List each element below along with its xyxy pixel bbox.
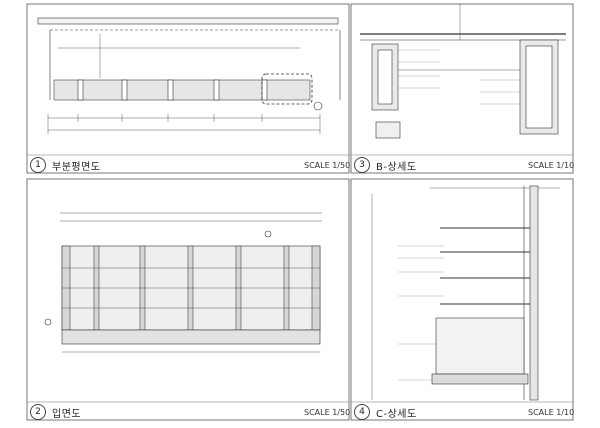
panel-2-number: 2 — [30, 404, 46, 420]
frame-plan — [26, 3, 350, 174]
panel-4-title-text: C-상세도 — [376, 408, 417, 420]
panel-4-scale: SCALE 1/10 — [528, 408, 575, 417]
panel-2-scale: SCALE 1/50 — [304, 408, 351, 417]
frame-elevation — [26, 178, 350, 421]
panel-3-title-text: B-상세도 — [376, 161, 417, 173]
plan-drawing — [37, 17, 341, 134]
panel-4-title: 4 C-상세도 — [354, 403, 417, 421]
panel-1-title-text: 부분평면도 — [52, 161, 101, 173]
frame-section-c — [350, 178, 574, 421]
panel-1-title: 1 부분평면도 — [30, 156, 101, 174]
panel-3-number: 3 — [354, 157, 370, 173]
panel-1-scale: SCALE 1/50 — [304, 161, 351, 170]
elevation-drawing — [44, 212, 322, 353]
frame-section-b — [350, 3, 574, 174]
section-c-drawing — [371, 185, 560, 401]
panel-1-number: 1 — [30, 157, 46, 173]
panel-2-title: 2 입면도 — [30, 403, 81, 421]
panel-3-scale: SCALE 1/10 — [528, 161, 575, 170]
panel-3-title: 3 B-상세도 — [354, 156, 417, 174]
section-b-drawing — [360, 4, 566, 139]
panel-4-number: 4 — [354, 404, 370, 420]
panel-2-title-text: 입면도 — [52, 408, 82, 420]
